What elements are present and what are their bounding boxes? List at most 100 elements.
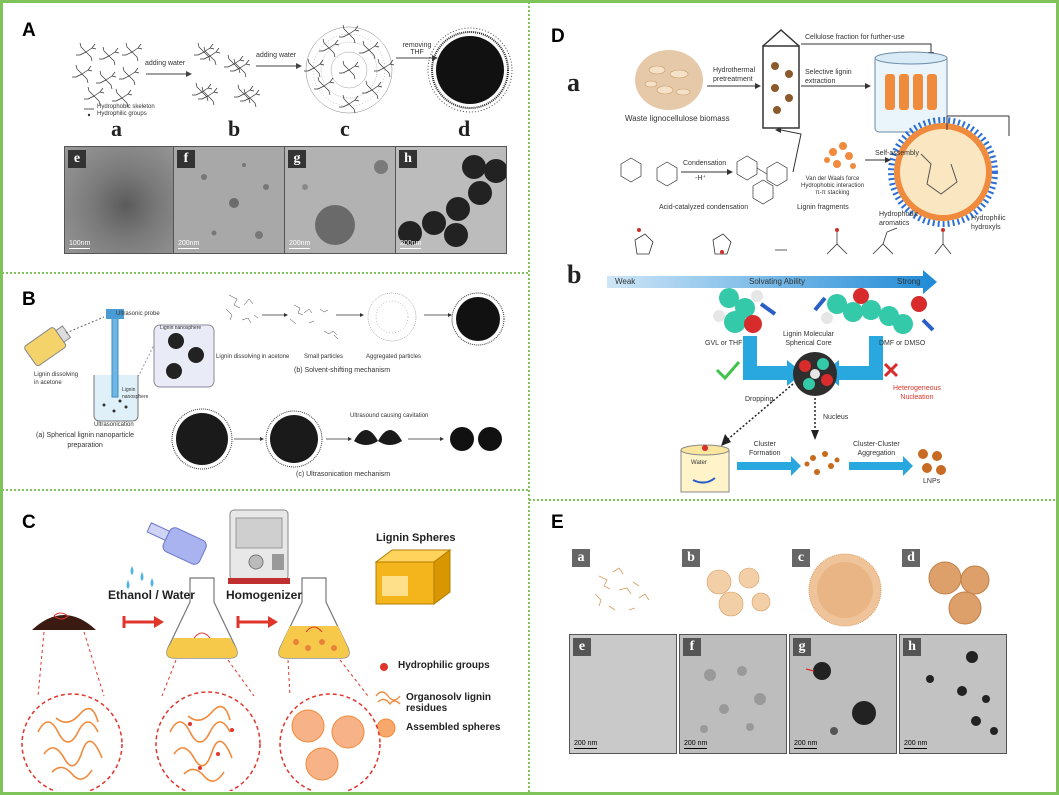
gvl-thf-molecule <box>713 288 777 333</box>
stage-letter-b: b <box>228 116 241 141</box>
cluster-aggregation-arrow <box>849 456 913 476</box>
e-tem-scale-h: 200 nm <box>904 740 928 749</box>
solvent-shifting-series <box>225 292 417 342</box>
biomass-pile <box>635 50 703 110</box>
legend-hydrophobic: Hydrophobic skeleton <box>97 104 155 110</box>
stage-d-dense-ball <box>427 27 513 113</box>
panel-d-sub-b: b <box>567 260 582 289</box>
tem-letter-h: h <box>399 150 417 168</box>
stage-b1-label: Lignin dissolving in acetone <box>216 354 290 360</box>
panel-c-label: C <box>22 512 36 533</box>
selective-label: Selective lignin extraction <box>805 69 852 85</box>
panel-a: A <box>4 4 527 272</box>
lnp-spheres <box>918 449 946 475</box>
panel-e-label: E <box>551 512 564 533</box>
lignin-nanosphere2-label: Lignin nanosphere <box>122 387 149 400</box>
lignin-nanosphere-label: Lignin nanosphere <box>160 325 202 331</box>
spray-bottle <box>146 522 207 565</box>
stage-box-b: b <box>679 546 785 628</box>
homogenizer-machine <box>228 509 290 584</box>
red-arrow-2 <box>236 616 278 628</box>
panel-d-schematic <box>607 28 1010 493</box>
hydrophobic-label: Hydrophobic aromatics <box>879 211 919 227</box>
flask-1 <box>166 577 238 659</box>
dropping-label: Dropping <box>745 396 774 403</box>
stage-letter-e-a: a <box>572 549 590 567</box>
spherical-core <box>793 352 837 396</box>
stage-letter-d: d <box>458 116 471 141</box>
panel-b: B <box>4 275 527 489</box>
e-tem-scale-g: 200 nm <box>794 740 818 749</box>
caption-c: (c) Ultrasonication mechanism <box>296 471 391 478</box>
stage-letter-a: a <box>111 116 122 141</box>
panel-d-sub-a: a <box>567 68 580 97</box>
caption-a: (a) Spherical lignin nanoparticle prepar… <box>36 432 135 449</box>
tem-letter-f: f <box>177 150 195 168</box>
cluster-dots <box>804 451 840 475</box>
tem-scale-h: 200nm <box>400 240 422 249</box>
solvating-bar <box>607 270 937 294</box>
arrow3-label: removing THF <box>402 42 432 56</box>
stage-box-a: a <box>569 546 675 628</box>
strong-label: Strong <box>897 277 921 286</box>
dissolving-label: Lignin dissolving in acetone <box>34 372 79 386</box>
stage-letter-c: c <box>340 116 350 141</box>
legend-assembled-spheres: Assembled spheres <box>406 722 501 733</box>
condensation-chemistry <box>620 155 788 205</box>
legend-hydrophilic-dot <box>380 663 388 671</box>
stage-b3-label: Aggregated particles <box>366 354 422 360</box>
minus-h-label: -H⁺ <box>695 175 707 182</box>
caption-b: (b) Solvent-shifting mechanism <box>294 367 391 374</box>
panel-e: E a b c d e <box>531 502 1055 791</box>
ultrasonication-label: Ultrasonication <box>94 422 134 428</box>
stage-box-c: c <box>789 546 895 628</box>
lignin-nanoparticle <box>888 117 998 227</box>
heterogeneous-label: Heterogeneous Nucleation <box>893 385 941 401</box>
panel-d-label: D <box>551 26 565 47</box>
e-tem-image-h: h 200 nm <box>899 634 1007 754</box>
nucleus-label: Nucleus <box>823 414 849 421</box>
tem-scale-g: 200nm <box>289 240 311 249</box>
arrow1-label: adding water <box>145 60 186 67</box>
panel-c: C <box>4 492 527 791</box>
check-icon <box>715 361 741 381</box>
panel-c-schematic <box>21 509 452 791</box>
tem-scale-f: 200nm <box>178 240 200 249</box>
ultrasonic-probe-label: Ultrasonic probe <box>116 311 160 317</box>
stage-b-clusters <box>191 42 261 108</box>
hydrophilic-label: Hydrophilic hydroxyls <box>971 215 1006 231</box>
blue-arrow-left <box>743 336 803 386</box>
legend-residue-icon <box>375 691 401 706</box>
tem-image-h: h 200nm <box>395 146 507 254</box>
legend-organosolv-residues: Organosolv lignin residues <box>406 692 492 714</box>
solvating-label: Solvating Ability <box>749 277 806 286</box>
condensation-label: Condensation <box>683 160 727 167</box>
stage-a-molecules <box>71 42 143 108</box>
arrow2-label: adding water <box>256 52 297 59</box>
beaker <box>93 309 139 422</box>
dmf-dmso-label: DMF or DMSO <box>879 340 926 347</box>
panel-d: D a b <box>531 4 1055 498</box>
core-label: Lignin Molecular Spherical Core <box>783 331 834 347</box>
red-arrow-1 <box>122 616 164 628</box>
lignin-spheres-label: Lignin Spheres <box>376 532 456 544</box>
tem-image-e: e 100nm <box>64 146 176 254</box>
cluster-formation-label: Cluster Formation <box>749 441 781 457</box>
dmf-dmso-molecule <box>813 288 935 334</box>
water-beaker <box>680 444 730 493</box>
fragments-label: Lignin fragments <box>797 204 849 211</box>
e-tem-scale-e: 200 nm <box>574 740 598 749</box>
solvent-structures <box>634 227 952 255</box>
e-tem-scale-f: 200 nm <box>684 740 708 749</box>
stage-letter-e-c: c <box>792 549 810 567</box>
lignin-spheres-box <box>374 549 452 605</box>
legend-hydrophilic: Hydrophilic groups <box>97 111 147 117</box>
panel-b-schematic <box>24 292 505 470</box>
cluster-formation-arrow <box>737 456 801 476</box>
stage-letter-e-b: b <box>682 549 700 567</box>
stage-b2-label: Small particles <box>304 354 344 360</box>
ultrasonication-series <box>171 408 502 470</box>
cavitation-label: Ultrasound causing cavitation <box>350 413 429 419</box>
panel-a-schematic <box>71 24 513 117</box>
zoom-circle-3 <box>279 659 381 791</box>
